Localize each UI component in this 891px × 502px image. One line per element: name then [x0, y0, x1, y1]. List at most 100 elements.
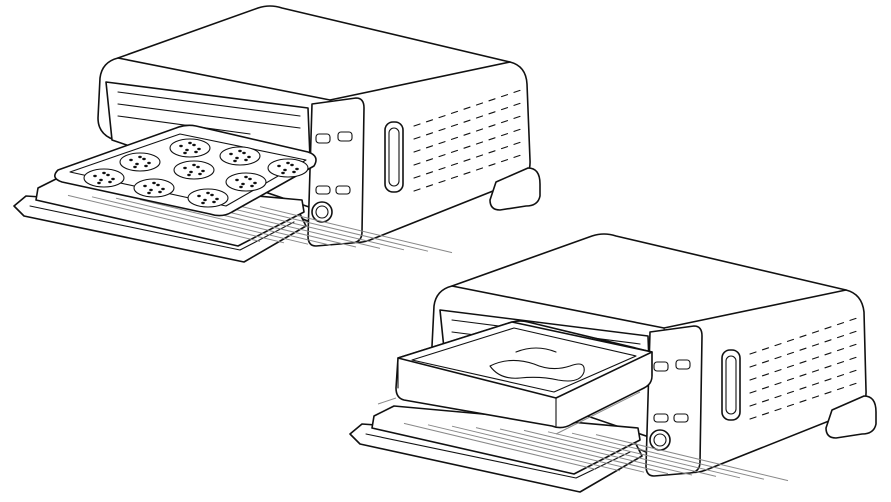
vent-slot — [450, 162, 459, 166]
vent-slot — [749, 377, 757, 381]
vent-slot — [811, 343, 820, 347]
vent-slot — [761, 347, 770, 351]
vent-slot — [849, 330, 857, 334]
vent-slot — [774, 382, 782, 386]
vent-slot — [811, 330, 820, 334]
vent-slot — [475, 115, 484, 119]
vent-slot — [438, 154, 446, 158]
control-button — [315, 133, 331, 144]
vent-slot — [425, 184, 434, 188]
vent-slot — [799, 347, 807, 351]
vent-slot — [836, 361, 845, 365]
vent-slot — [761, 360, 770, 364]
rack-wires — [403, 422, 789, 482]
rack-wire — [595, 434, 789, 482]
vent-slot — [488, 98, 496, 102]
vent-slot — [475, 167, 484, 171]
vent-slot — [413, 136, 421, 140]
vent-slot — [500, 159, 509, 163]
rack-wire — [139, 199, 333, 247]
vent-slot — [500, 133, 509, 137]
vent-slot — [849, 343, 857, 347]
control-knob — [311, 201, 333, 223]
control-button — [675, 359, 691, 370]
cookie-icon — [119, 152, 161, 172]
rack-wire — [259, 206, 453, 254]
vent-slot — [836, 387, 845, 391]
vent-slot — [500, 146, 509, 150]
vent-slot — [799, 373, 807, 377]
vent-slot — [513, 89, 521, 93]
vent-slot — [824, 352, 832, 356]
vent-slot — [761, 399, 770, 403]
vent-slot — [450, 110, 459, 114]
vent-slot — [849, 317, 857, 321]
rack-wire — [235, 204, 429, 252]
vent-slot — [475, 102, 484, 106]
vent-slot — [749, 416, 757, 420]
side-window — [384, 121, 404, 193]
rack-wire — [115, 197, 309, 245]
vent-slot — [425, 132, 434, 136]
vent-slot — [799, 399, 807, 403]
vent-slot — [824, 326, 832, 330]
rack-wire — [499, 428, 693, 476]
oven-foot — [825, 395, 877, 439]
rack-wire — [547, 431, 741, 479]
vent-slot — [488, 137, 496, 141]
vent-slot — [811, 356, 820, 360]
vent-grid — [413, 89, 521, 192]
vent-slot — [425, 158, 434, 162]
vent-slot — [786, 338, 795, 342]
vent-slot — [450, 123, 459, 127]
vent-slot — [450, 149, 459, 153]
vent-slot — [836, 374, 845, 378]
vent-slot — [488, 124, 496, 128]
vent-slot — [413, 162, 421, 166]
rack-wire — [523, 429, 717, 477]
oven-illustration-2 — [349, 233, 877, 493]
vent-slot — [413, 149, 421, 153]
cookies — [83, 138, 309, 208]
vent-slot — [849, 369, 857, 373]
pan-liquid — [489, 359, 585, 382]
control-panel — [307, 97, 365, 247]
control-button — [337, 131, 353, 142]
vent-slot — [500, 107, 509, 111]
vent-slot — [463, 171, 471, 175]
vent-slot — [786, 390, 795, 394]
vent-slot — [450, 175, 459, 179]
vent-slot — [824, 378, 832, 382]
oven-foot — [489, 167, 541, 211]
vent-slot — [425, 145, 434, 149]
side-window — [721, 349, 741, 421]
vent-slot — [413, 188, 421, 192]
vent-slot — [824, 339, 832, 343]
vent-slot — [488, 111, 496, 115]
control-button — [315, 185, 331, 195]
vent-slot — [425, 119, 434, 123]
vent-slot — [786, 364, 795, 368]
vent-slot — [488, 163, 496, 167]
vent-slot — [761, 373, 770, 377]
vent-slot — [513, 102, 521, 106]
vent-slot — [438, 180, 446, 184]
rack-wire — [403, 422, 597, 470]
cookie-icon — [133, 178, 175, 198]
control-button — [673, 413, 689, 423]
rack-wire — [475, 427, 669, 475]
oven-illustration-1 — [13, 5, 541, 263]
rack-wire — [571, 432, 765, 480]
vent-slot — [513, 115, 521, 119]
vent-slot — [488, 150, 496, 154]
vent-slot — [774, 369, 782, 373]
vent-slot — [463, 119, 471, 123]
vent-slot — [438, 167, 446, 171]
vent-slot — [786, 403, 795, 407]
cookie-icon — [187, 188, 229, 208]
vent-slot — [413, 175, 421, 179]
vent-slot — [513, 128, 521, 132]
vent-slot — [761, 386, 770, 390]
